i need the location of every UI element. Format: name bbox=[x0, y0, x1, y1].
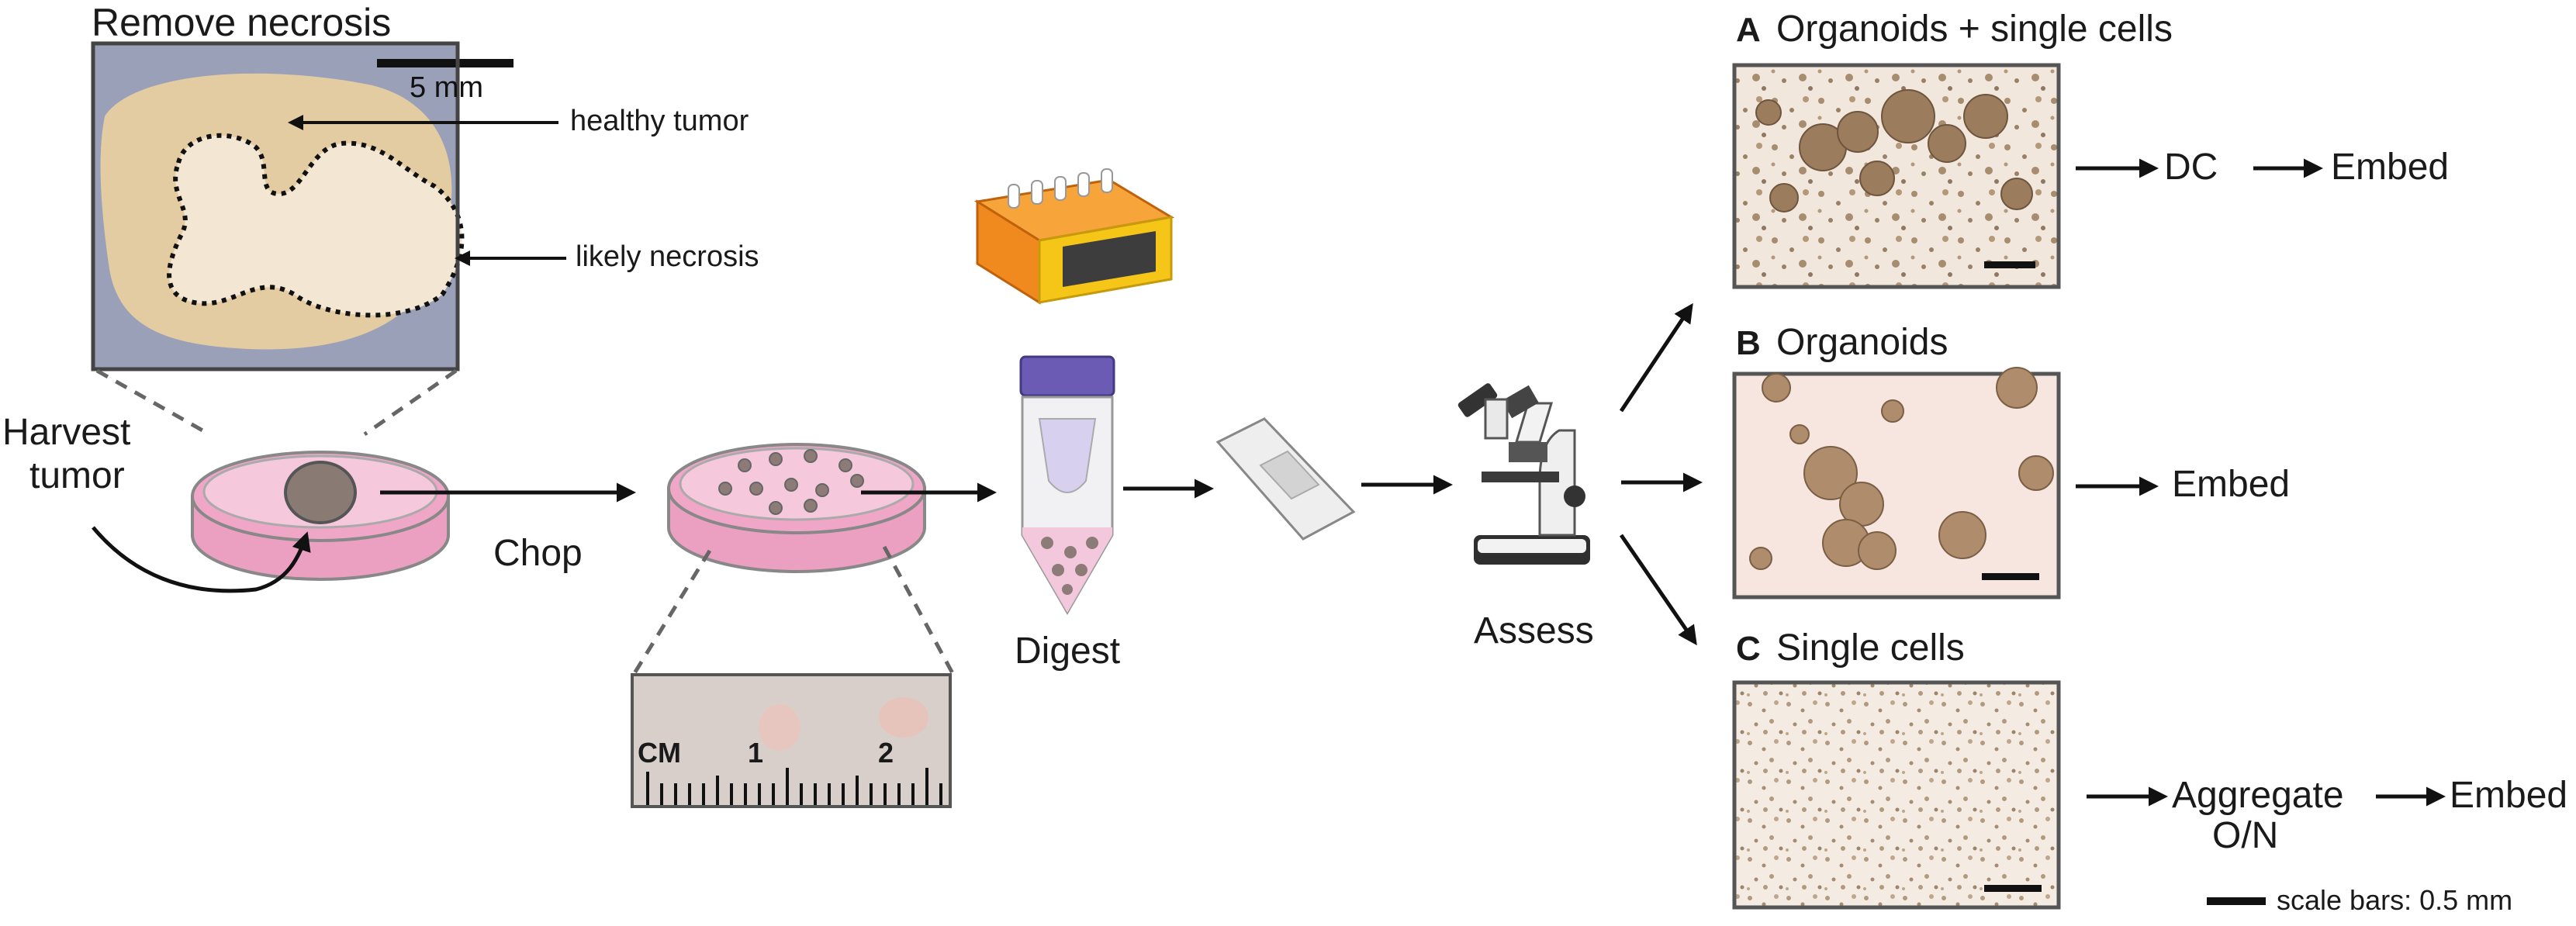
harvest-curve-arrow bbox=[92, 526, 311, 593]
outcome-a-step-embed: Embed bbox=[2331, 147, 2450, 188]
outcome-c-step-on: O/N bbox=[2212, 815, 2279, 856]
ruler-ticks bbox=[646, 768, 942, 805]
assess-label: Assess bbox=[1474, 610, 1594, 651]
ruler-mark-1: 1 bbox=[748, 737, 764, 769]
hemocytometer-slide-icon bbox=[1215, 417, 1356, 541]
necrosis-title: Remove necrosis bbox=[92, 1, 392, 44]
outcome-b-step-embed: Embed bbox=[2172, 464, 2291, 505]
photo-single-cells bbox=[1732, 680, 2061, 910]
petri-dish-harvest bbox=[191, 451, 450, 581]
scale-5mm-label: 5 mm bbox=[410, 71, 483, 104]
harvest-label-line2: tumor bbox=[29, 455, 125, 496]
branch-arrow-a bbox=[1619, 302, 1693, 413]
branch-arrow-c bbox=[1619, 534, 1697, 646]
outcome-b-title: Organoids bbox=[1776, 322, 1948, 363]
digest-label: Digest bbox=[1015, 631, 1121, 672]
likely-necrosis-label: likely necrosis bbox=[576, 240, 759, 273]
harvest-label-line1: Harvest bbox=[2, 412, 131, 453]
chop-label: Chop bbox=[493, 533, 583, 574]
microscope-icon bbox=[1457, 383, 1590, 565]
scale-bars-legend: scale bars: 0.5 mm bbox=[2277, 884, 2513, 916]
petri-dish-chopped bbox=[667, 443, 926, 573]
outcome-c-title: Single cells bbox=[1776, 627, 1965, 669]
ruler-photo bbox=[631, 673, 952, 808]
heat-block-icon bbox=[973, 168, 1175, 305]
outcome-a-title: Organoids + single cells bbox=[1776, 9, 2173, 50]
conical-tube-icon bbox=[1019, 355, 1115, 615]
photo-organoids-single-cells bbox=[1732, 63, 2061, 289]
legend-scale-bar bbox=[2207, 897, 2266, 905]
outcome-b-letter: B bbox=[1736, 324, 1761, 362]
photo-organoids bbox=[1732, 367, 2061, 599]
ruler-mark-2: 2 bbox=[878, 737, 894, 769]
necrosis-photo bbox=[91, 41, 513, 371]
outcome-c-letter: C bbox=[1736, 630, 1761, 668]
outcome-c-step-aggregate: Aggregate bbox=[2172, 775, 2344, 816]
outcome-a-step-dc: DC bbox=[2164, 147, 2218, 188]
healthy-tumor-label: healthy tumor bbox=[570, 105, 749, 137]
outcome-a-letter: A bbox=[1736, 11, 1761, 49]
ruler-unit-label: CM bbox=[638, 737, 681, 769]
outcome-c-step-embed: Embed bbox=[2450, 775, 2568, 816]
